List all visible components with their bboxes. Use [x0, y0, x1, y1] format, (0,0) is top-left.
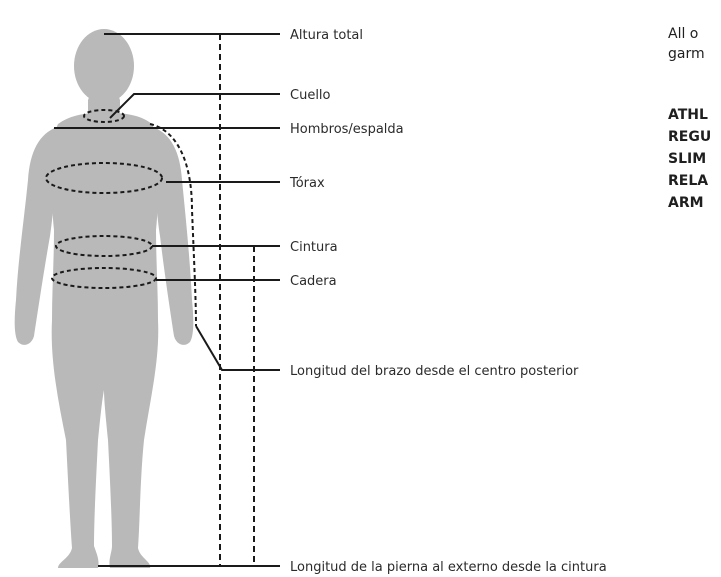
fit-item: ATHL — [668, 104, 711, 126]
label-cuello: Cuello — [290, 88, 331, 103]
vertical-guides — [220, 34, 254, 566]
label-cintura: Cintura — [290, 240, 338, 255]
cuello-leader — [110, 94, 280, 118]
head — [74, 29, 134, 103]
fit-item: REGU — [668, 126, 711, 148]
fit-list: ATHL REGU SLIM RELA ARM — [668, 104, 711, 214]
label-torax: Tórax — [289, 176, 325, 191]
brazo-leader — [196, 326, 280, 370]
fit-item: SLIM — [668, 148, 711, 170]
side-note-line-1: All o — [668, 24, 721, 44]
label-hombros: Hombros/espalda — [290, 122, 404, 137]
torso-legs — [51, 113, 158, 568]
fit-item: RELA — [668, 170, 711, 192]
label-longitud-pierna: Longitud de la pierna al externo desde l… — [290, 560, 607, 575]
label-longitud-brazo: Longitud del brazo desde el centro poste… — [290, 364, 579, 379]
side-note-line-2: garm — [668, 44, 721, 64]
label-altura-total: Altura total — [290, 28, 363, 43]
fit-item: ARM — [668, 192, 711, 214]
label-cadera: Cadera — [290, 274, 337, 289]
side-note: All o garm — [668, 24, 721, 64]
